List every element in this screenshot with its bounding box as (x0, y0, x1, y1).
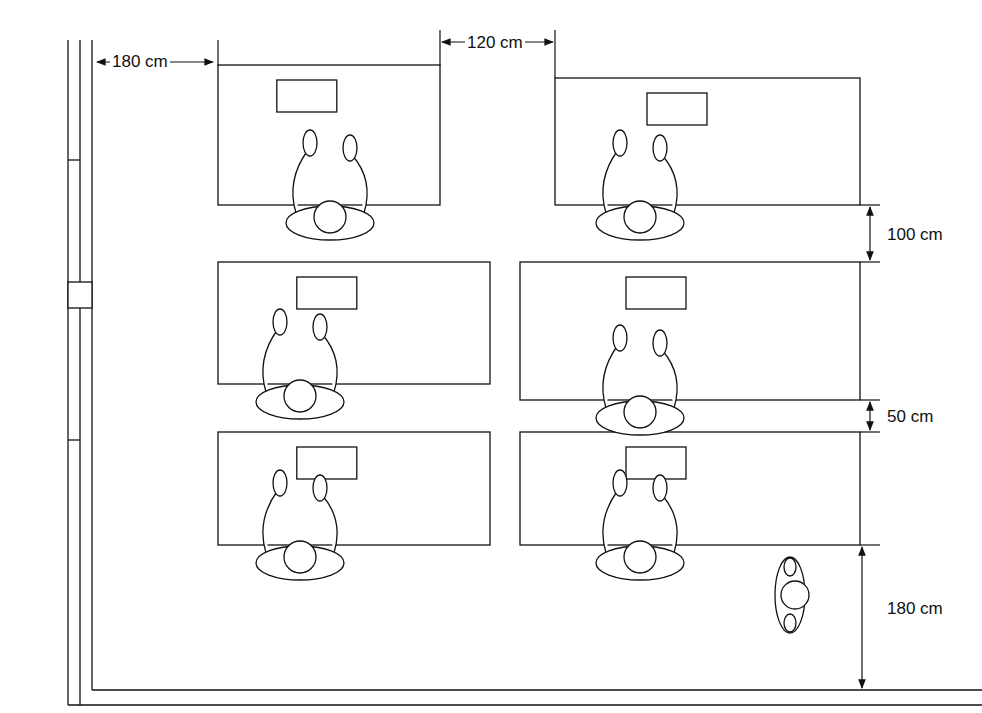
walls (68, 40, 982, 705)
desks (218, 65, 860, 545)
desk (218, 262, 490, 384)
dimensions (97, 30, 880, 688)
monitor (626, 447, 686, 479)
dimension-label: 180 cm (885, 600, 945, 619)
monitor (647, 93, 707, 125)
monitor (626, 277, 686, 309)
desk (555, 78, 860, 205)
desk (520, 432, 860, 545)
desk (520, 262, 860, 400)
seated-person (256, 470, 344, 580)
seated-person (256, 309, 344, 419)
desk (218, 432, 490, 545)
desk (218, 65, 440, 205)
seated-person (596, 130, 684, 240)
seated-person (286, 130, 374, 240)
standing-person (775, 557, 809, 633)
dimension-label: 120 cm (465, 34, 525, 53)
monitor (297, 447, 357, 479)
dimension-label: 50 cm (885, 408, 935, 427)
dimension-label: 180 cm (110, 53, 170, 72)
monitor (297, 277, 357, 309)
monitor (277, 80, 337, 112)
dimension-label: 100 cm (885, 226, 945, 245)
seated-person (596, 325, 684, 435)
people (256, 130, 809, 633)
seated-person (596, 470, 684, 580)
